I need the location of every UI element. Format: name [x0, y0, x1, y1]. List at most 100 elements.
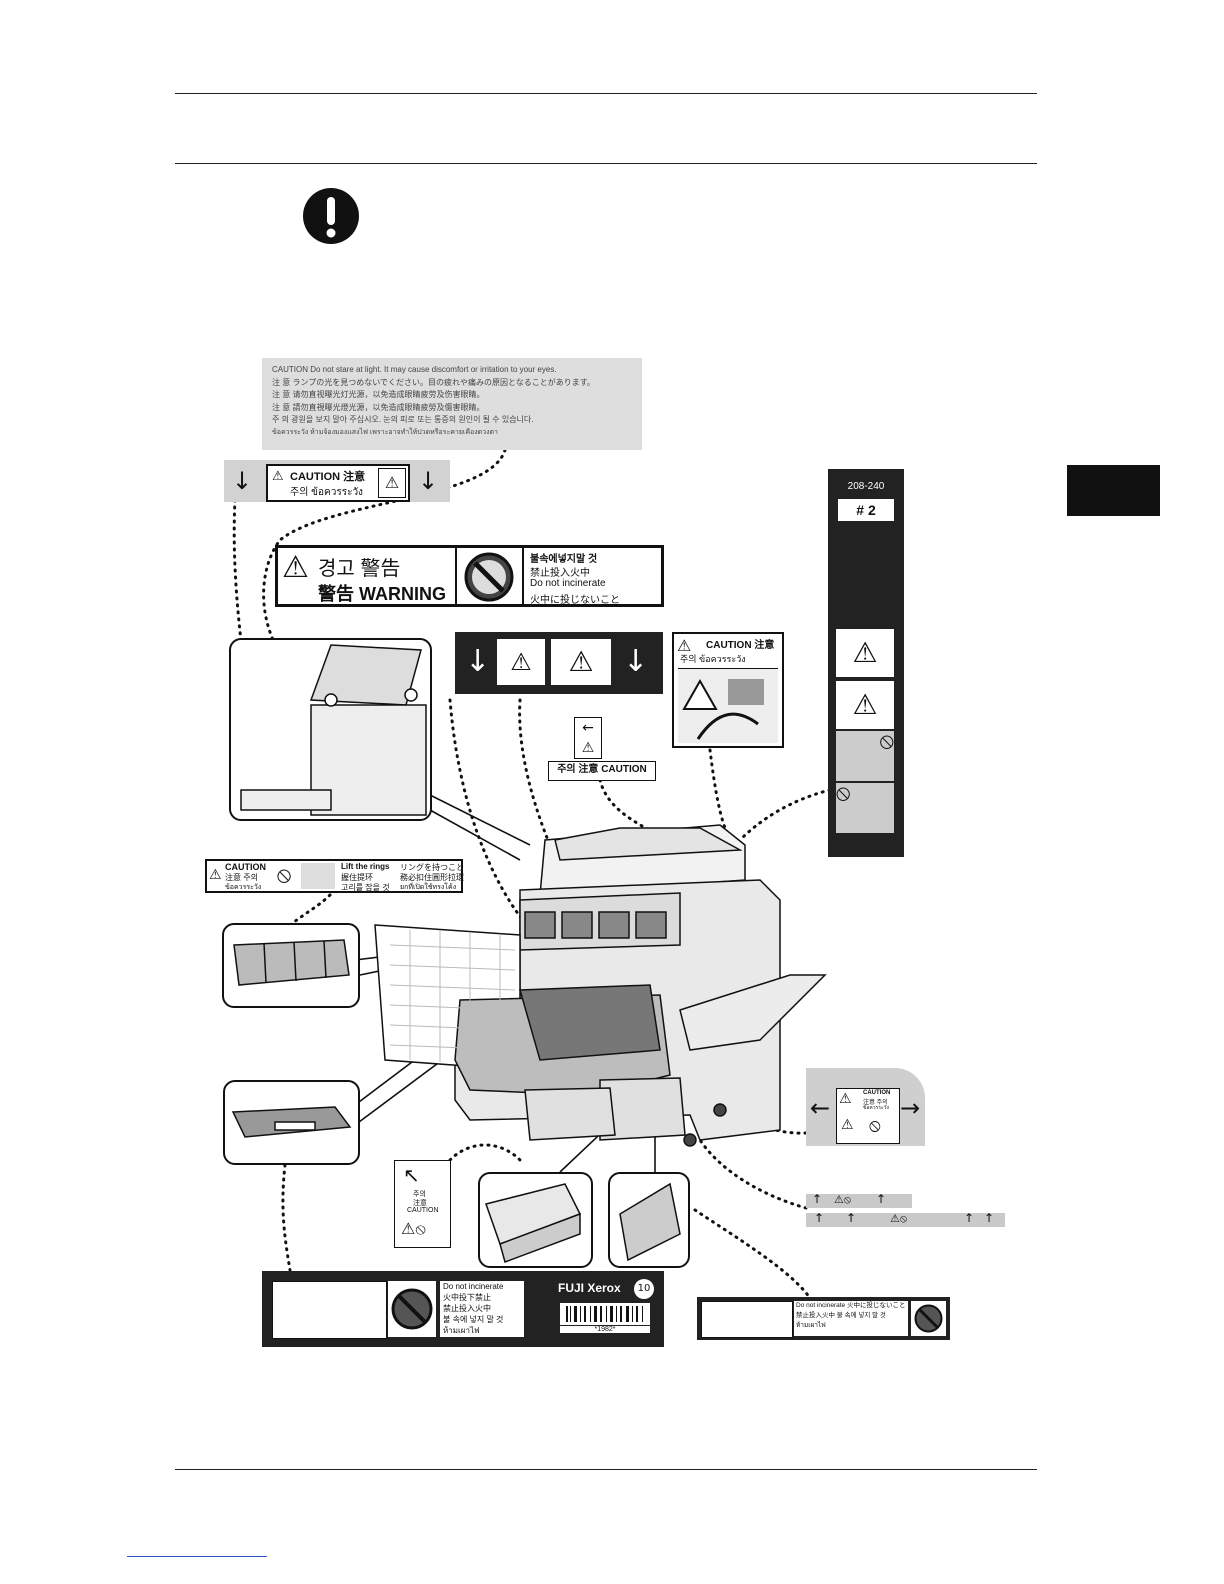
recycle-icon: 10	[634, 1279, 654, 1299]
paper-tray-inset	[478, 1172, 593, 1268]
warning-brand-text-5: ห้ามเผาไฟ	[443, 1326, 480, 1335]
caution-light-label: CAUTION Do not stare at light. It may ca…	[262, 358, 642, 450]
caution-hot-line-2: 주의 ข้อควรระวัง	[680, 654, 746, 664]
divider-2	[522, 548, 524, 604]
warning-brand-warning: WARNING 警告	[277, 1290, 363, 1304]
arrow-down-icon: ↓	[465, 644, 491, 679]
no-fire-icon	[388, 1281, 436, 1337]
arrow-right-icon: →	[900, 1094, 921, 1122]
arrow-up-icon-3: ↑	[964, 1211, 975, 1225]
caution-lr-arrows-label: ← → CAUTION 注意 주의 ข้อควรระวัง ⚠ ⦸ ⚠	[806, 1068, 925, 1146]
no-touch-icon: ⦸	[869, 1115, 881, 1136]
lift-rings-en: Lift the rings	[341, 862, 390, 871]
warning-small-texts: Do not incinerate 火中に投じないこと 禁止投入火中 불 속에 …	[794, 1301, 908, 1336]
vertical-label-code: 208-240	[847, 481, 885, 492]
lift-rings-caution: CAUTION	[225, 862, 266, 872]
barcode-text: *1982*	[560, 1326, 650, 1333]
arrow-up-icon: ↑	[814, 1211, 825, 1225]
header-rule-top	[175, 93, 1037, 94]
header-rule-bottom	[175, 163, 1037, 164]
no-touch-icon: ⦸	[836, 731, 894, 781]
warning-small-box: WARNING 警告 警告 경고 คำเตือน	[701, 1301, 793, 1338]
caution-small-label: ←⚠ 주의 注意 CAUTION	[548, 717, 656, 781]
warning-triangle-icon: ⚠	[836, 629, 894, 677]
hot-surface-arrows-label: ↓ ⚠ ⚠ ↓	[455, 632, 663, 694]
caution-hot-line-1: CAUTION 注意	[706, 640, 775, 651]
warning-brand-line-2: 警告 경고 คำเตือน	[277, 1314, 372, 1328]
caution-arrows-inner: ⚠ CAUTION 注意 주의 ข้อควรระวัง ⚠	[266, 464, 410, 502]
scanner-inset	[229, 638, 432, 821]
no-touch-icon: ⦸	[276, 863, 292, 888]
arrow-up-left-icon: ↖	[403, 1163, 420, 1187]
caution-small-pictogram: ←⚠	[574, 717, 602, 759]
caution-arrows-label: ↓ ⚠ CAUTION 注意 주의 ข้อควรระวัง ⚠ ↓	[224, 460, 450, 502]
lift-rings-caution-2: 注意 주의	[225, 873, 258, 882]
warning-incinerate-line-2: 警告 WARNING	[318, 584, 446, 604]
arrow-up-icon: ↑	[812, 1192, 823, 1206]
warning-small-text-3: ห้ามเผาไฟ	[796, 1322, 826, 1329]
lift-rings-thai: ข้อควรระวัง	[225, 884, 262, 891]
caution-light-line-5: 주 의 광원을 보지 말아 주십시오. 눈의 피로 또는 통증의 원인이 될 수…	[272, 415, 534, 424]
arrow-up-icon-2: ↑	[846, 1211, 857, 1225]
warning-small-text-1: Do not incinerate 火中に投じないこと	[796, 1302, 906, 1309]
arrow-down-icon: ↓	[232, 467, 253, 495]
hot-surface-icon: ⚠	[551, 639, 611, 685]
warning-small-line-2: 警告 경고 คำเตือน	[704, 1322, 776, 1332]
warning-incinerate-label: ⚠ 경고 警告 警告 WARNING 불속에넣지말 것 禁止投入火中 Do no…	[275, 545, 664, 607]
vertical-label-number: # 2	[838, 499, 894, 521]
footer-link-underline[interactable]	[127, 1556, 267, 1557]
tray-caution-label: ↖ 주의 注意 CAUTION ⚠⦸	[394, 1160, 451, 1248]
warning-incinerate-text-1: 불속에넣지말 것	[530, 554, 598, 565]
hot-hand-icon	[678, 668, 778, 743]
warning-brand-text-1: Do not incinerate	[443, 1282, 504, 1291]
arrow-up-icon-2: ↑	[876, 1192, 887, 1206]
warning-triangle-icon: ⚠	[677, 636, 692, 655]
no-touch-icon-2: ⦸	[836, 783, 894, 833]
toner-inset	[222, 923, 360, 1008]
lift-rings-label: ⚠ CAUTION 注意 주의 ข้อควรระวัง ⦸ Lift the r…	[205, 859, 464, 893]
caution-lr-inner: CAUTION 注意 주의 ข้อควรระวัง ⚠ ⦸ ⚠	[836, 1088, 900, 1144]
caution-arrows-line-2: 주의 ข้อควรระวัง	[290, 487, 363, 498]
caution-lr-line-1: CAUTION	[863, 1090, 891, 1096]
hot-surface-icon: ⚠	[378, 468, 406, 498]
caution-light-line-6: ข้อควรระวัง ห้ามจ้องมองแสงไฟ เพราะอาจทำใ…	[272, 428, 498, 436]
ring-pictogram-icon	[301, 863, 335, 889]
no-touch-icon: ⚠⦸	[401, 1219, 426, 1238]
hot-surface-icon: ⚠	[836, 681, 894, 729]
warning-brand-texts: Do not incinerate 火中投下禁止 禁止投入火中 불 속에 넣지 …	[440, 1281, 524, 1337]
footer-rule	[175, 1469, 1037, 1470]
mandatory-action-icon	[301, 187, 361, 245]
hot-hand-icon: ⚠	[841, 1117, 854, 1133]
lift-rings-zh: 握住提环	[341, 873, 373, 882]
caution-light-line-2: 注 意 ランプの光を見つめないでください。目の疲れや痛みの原因となることがありま…	[272, 377, 595, 387]
caution-light-line-1: CAUTION Do not stare at light. It may ca…	[272, 365, 557, 374]
warning-triangle-icon: ⚠	[839, 1091, 852, 1107]
warning-small-warning: WARNING 警告	[704, 1306, 768, 1316]
barcode	[560, 1303, 650, 1325]
tray-caution-line-2: 注意	[413, 1200, 427, 1207]
caution-light-line-4: 注 意 請勿直視曝光燈光源，以免造成眼睛疲勞及傷害眼睛。	[272, 402, 485, 412]
warning-incinerate-text-4: 火中に投じないこと	[530, 595, 620, 606]
caution-arrows-line-1: CAUTION 注意	[290, 471, 366, 483]
caution-hot-label: ⚠ CAUTION 注意 주의 ข้อควรระวัง	[672, 632, 784, 748]
brand-logo: FUJI Xerox	[558, 1281, 621, 1295]
warning-triangle-icon: ⚠	[282, 550, 309, 585]
warning-triangle-icon: ⚠	[272, 469, 284, 484]
warning-triangle-icon: ⚠⦸	[834, 1193, 852, 1206]
printer-illustration	[374, 824, 827, 1147]
lift-rings-ja: リングを持つこと	[400, 863, 464, 872]
warning-triangle-icon: ⚠	[209, 867, 222, 883]
divider	[455, 548, 457, 604]
arrow-down-icon-2: ↓	[623, 644, 649, 679]
chapter-tab	[1067, 465, 1160, 516]
lift-rings-th: ยกที่เปิดใช้ทรงโค้ง	[400, 884, 457, 891]
warning-brand-text-2: 火中投下禁止	[443, 1293, 491, 1302]
tray-caution-line-3: CAUTION	[407, 1207, 439, 1214]
warning-triangle-icon: ⚠⦸	[890, 1212, 908, 1225]
arrow-left-icon: ←	[810, 1094, 831, 1122]
caution-lr-line-3: ข้อควรระวัง	[863, 1105, 889, 1111]
warning-brand-label: WARNING 警告 警告 경고 คำเตือน Do not incinera…	[262, 1271, 664, 1347]
arrow-strip-1: ↑ ⚠⦸ ↑	[806, 1192, 912, 1208]
warning-small-label: WARNING 警告 警告 경고 คำเตือน Do not incinera…	[697, 1297, 950, 1340]
